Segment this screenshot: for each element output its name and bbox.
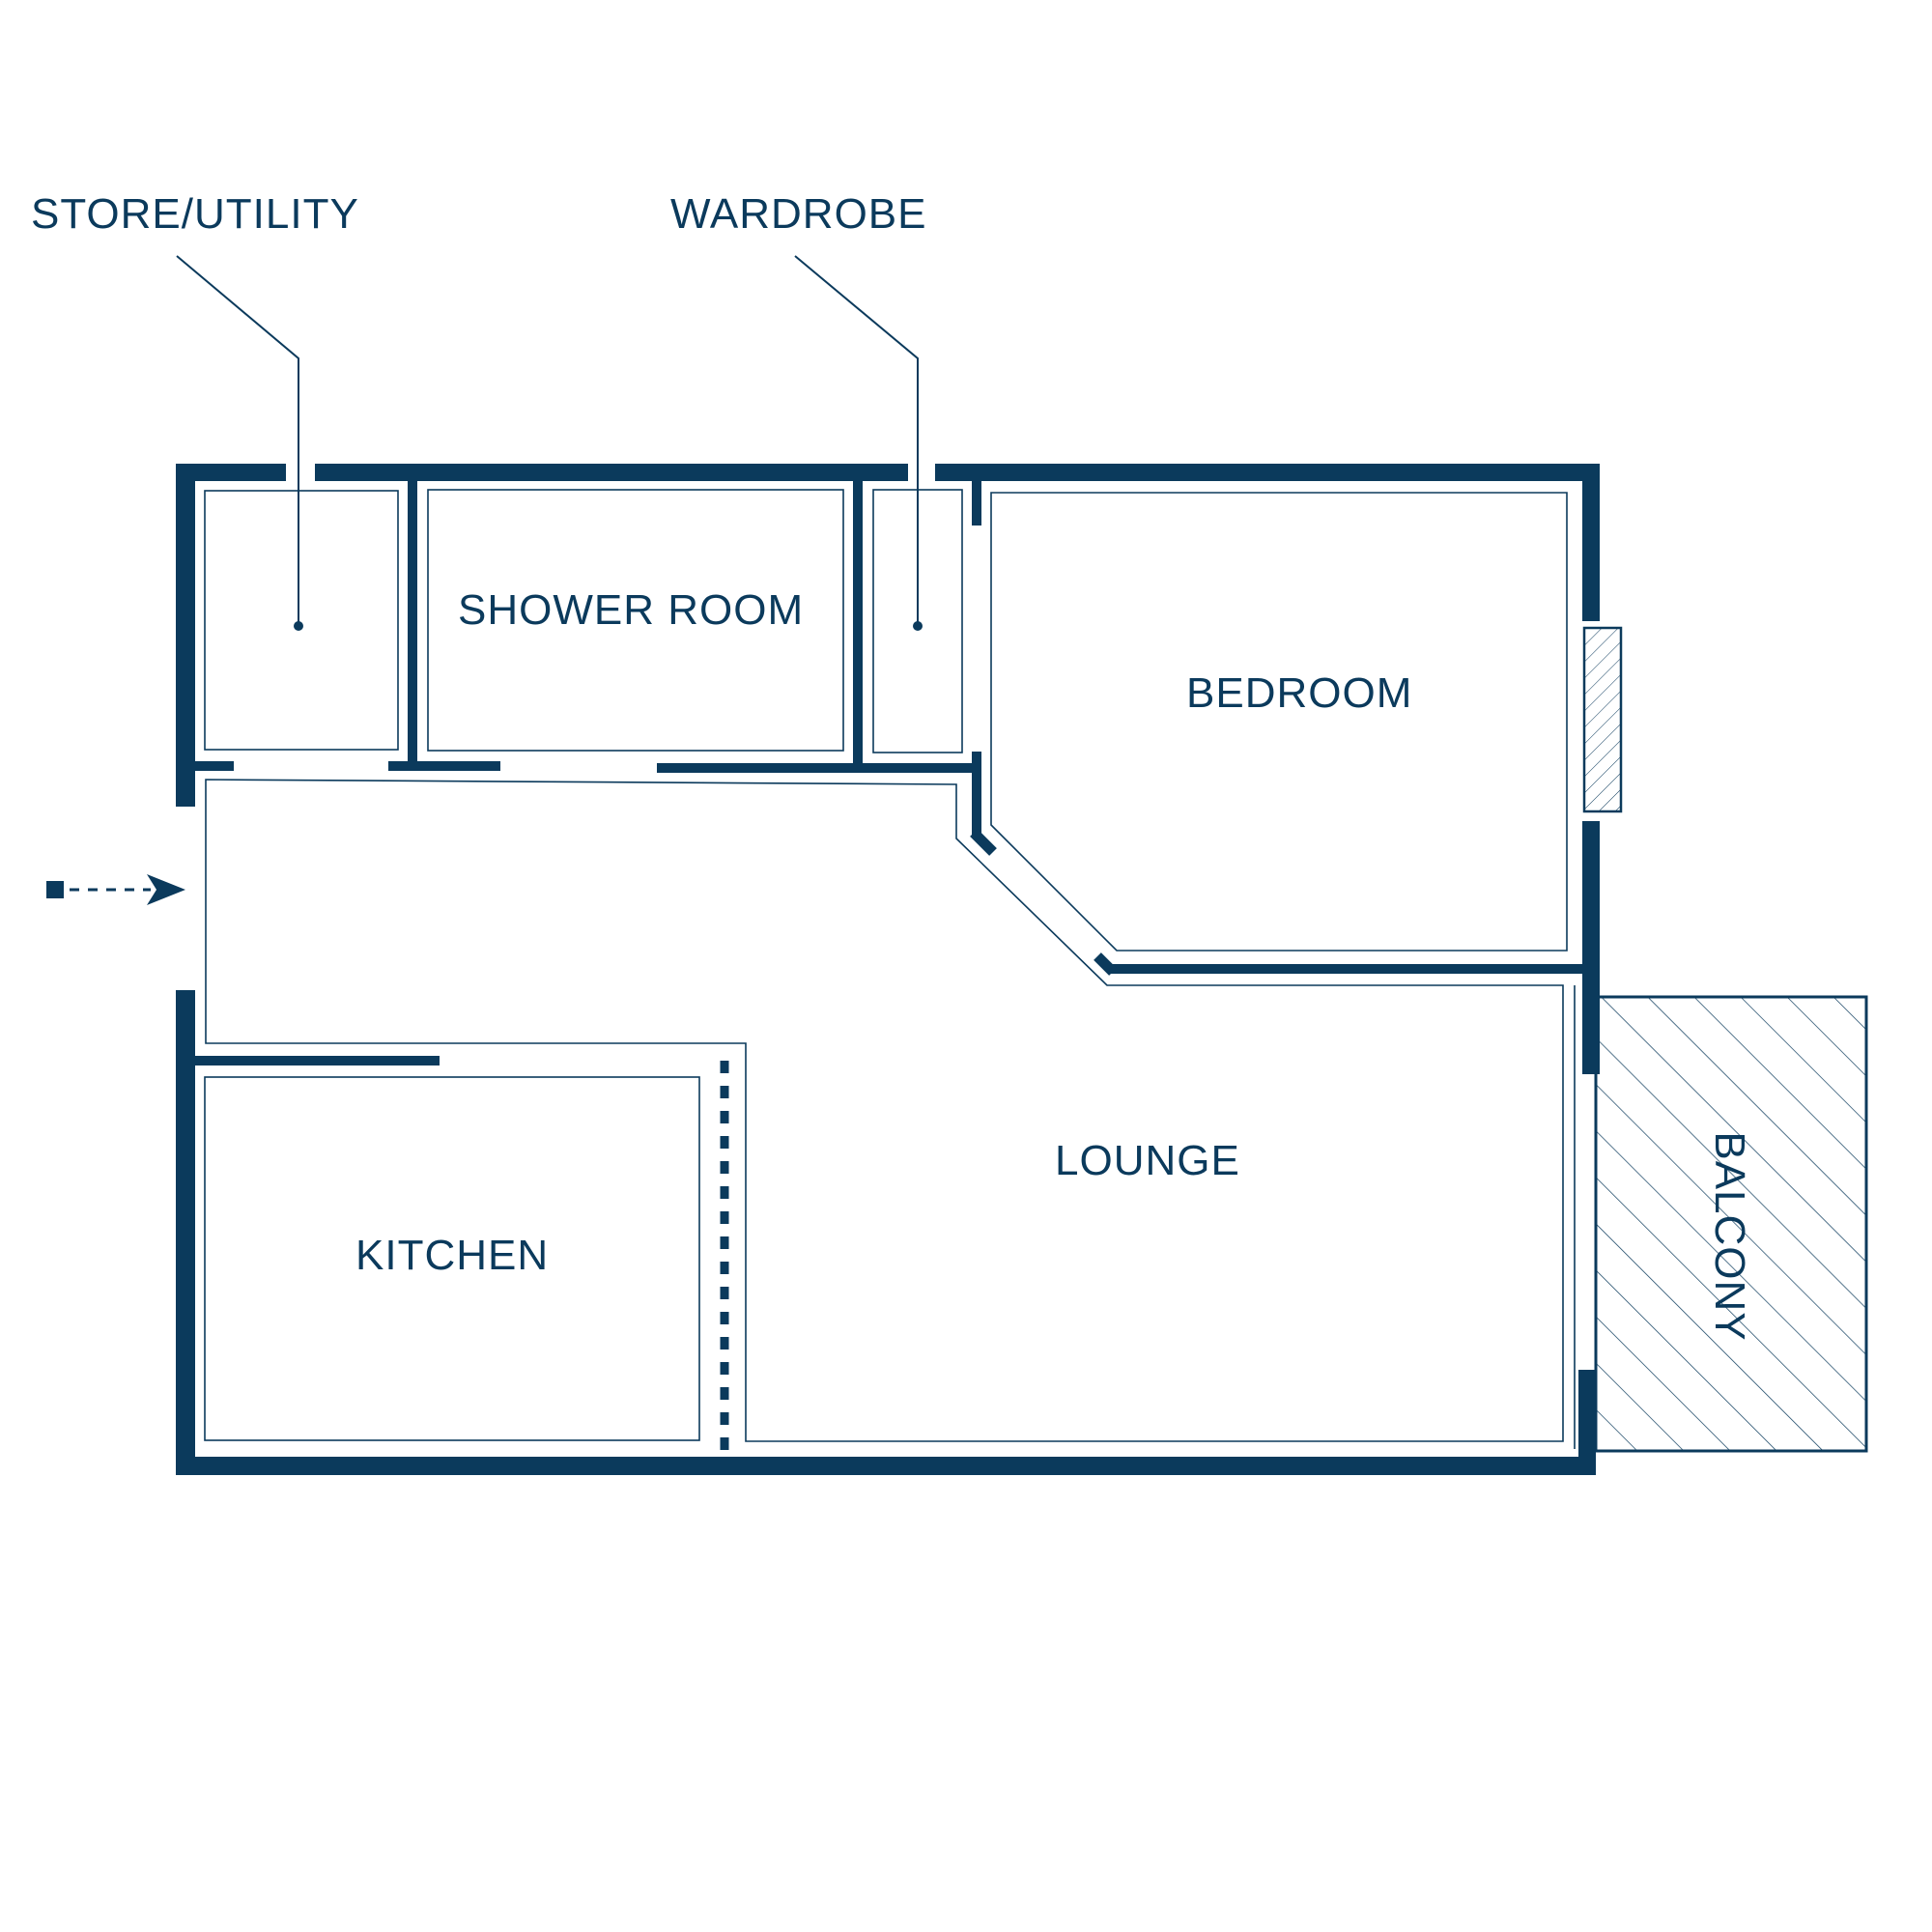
bedroom-south-wall xyxy=(1111,964,1584,974)
top-wall-b xyxy=(315,464,908,481)
label-balcony: BALCONY xyxy=(1706,1131,1753,1342)
hall-lounge-outline xyxy=(205,779,1564,1442)
entrance-arrow-icon xyxy=(46,874,185,905)
bedroom-outline xyxy=(990,492,1568,952)
left-wall-lower xyxy=(176,990,195,1475)
label-store-utility: STORE/UTILITY xyxy=(31,190,359,238)
entrance-arrow-start xyxy=(46,881,64,898)
kitchen-outline xyxy=(204,1076,700,1441)
balcony-hatch xyxy=(1594,995,1868,1453)
walls xyxy=(176,464,1600,1475)
left-wall-upper xyxy=(176,464,195,807)
shower-wardrobe-partition xyxy=(853,479,863,763)
bottom-wall xyxy=(176,1457,1596,1475)
balcony xyxy=(1594,995,1868,1453)
label-bedroom: BEDROOM xyxy=(1186,669,1413,717)
shower-wardrobe-wall xyxy=(657,763,980,773)
store-shower-partition xyxy=(408,479,417,763)
store-utility-outline xyxy=(204,490,399,751)
leader-lines xyxy=(176,255,919,623)
top-wall-a xyxy=(176,464,286,481)
wardrobe-marker xyxy=(913,621,923,631)
shower-room-outline xyxy=(427,489,844,752)
bedroom-diagonal-stub-bottom xyxy=(1094,952,1117,976)
store-door-stub xyxy=(193,761,234,771)
entrance-arrow-head xyxy=(147,874,185,905)
label-shower-room: SHOWER ROOM xyxy=(458,586,805,634)
label-kitchen: KITCHEN xyxy=(355,1232,550,1279)
diagonal-walls xyxy=(970,829,1117,976)
label-wardrobe: WARDROBE xyxy=(670,190,927,238)
bedroom-window xyxy=(1582,626,1623,813)
wardrobe-leader xyxy=(794,255,919,623)
shower-door-stub xyxy=(388,761,500,771)
right-wall-lower xyxy=(1578,1370,1596,1466)
label-lounge: LOUNGE xyxy=(1055,1137,1240,1184)
right-wall-upper xyxy=(1582,464,1600,621)
store-utility-leader xyxy=(176,255,299,623)
wardrobe-bedroom-partition-low xyxy=(972,752,981,837)
right-wall-mid xyxy=(1582,821,1600,1074)
top-wall-c xyxy=(935,464,1600,481)
wardrobe-bedroom-partition-top xyxy=(972,479,981,526)
kitchen-north-wall xyxy=(193,1056,440,1065)
bedroom-diagonal-stub-top xyxy=(970,829,997,856)
store-utility-marker xyxy=(294,621,303,631)
